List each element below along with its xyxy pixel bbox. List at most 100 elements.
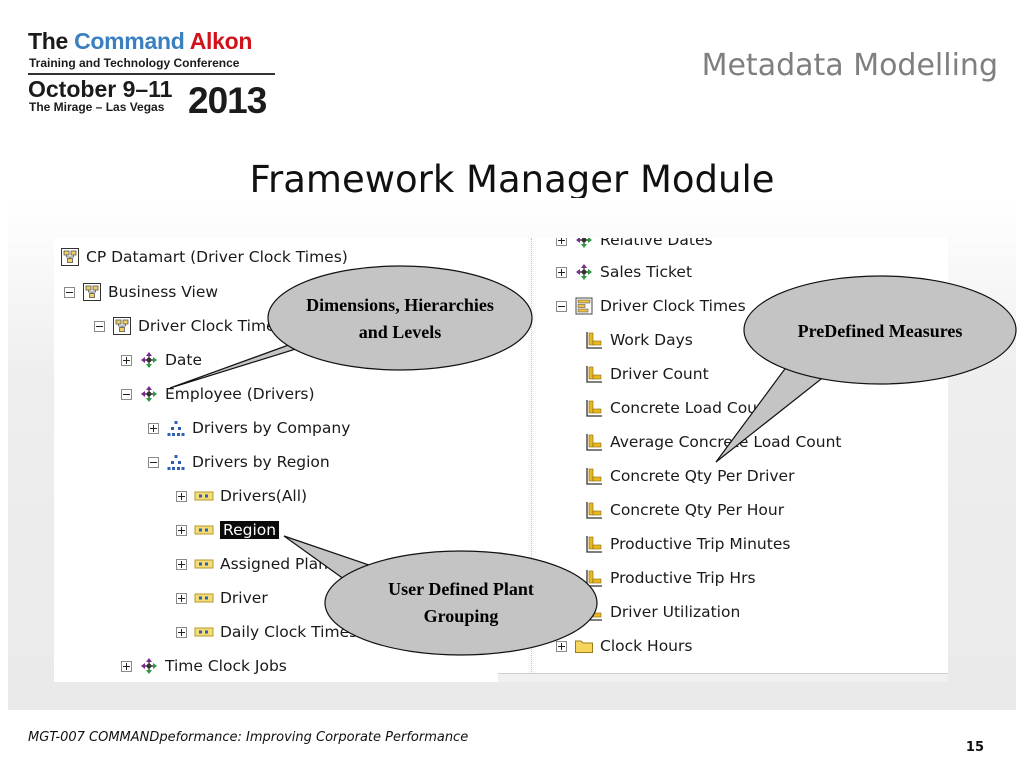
logo-venue: The Mirage – Las Vegas [29, 100, 165, 114]
tree-node[interactable]: Drivers by Region [148, 449, 330, 475]
tree-node[interactable]: Daily Clock Times [176, 619, 357, 645]
tree-node-label: Daily Clock Times [220, 623, 358, 641]
hierarchy-icon [166, 452, 186, 472]
tree-node-label: Assigned Plant [220, 555, 335, 573]
callout-predefined-text: PreDefined Measures [797, 320, 963, 341]
collapse-icon[interactable] [556, 300, 567, 312]
tree-node[interactable]: Average Concrete Load Count [584, 429, 841, 455]
tree-node-label: Concrete Load Count [610, 399, 773, 417]
tree-node[interactable]: Employee (Drivers) [121, 381, 315, 407]
pane-splitter[interactable] [528, 238, 536, 682]
measure-icon [584, 398, 604, 418]
slide-title: Framework Manager Module [249, 158, 775, 201]
measure-icon [584, 500, 604, 520]
tree-node-label: Driver Clock Times [138, 317, 284, 335]
tree-node[interactable]: Concrete Load Count [584, 395, 773, 421]
tree-node-label: Business View [108, 283, 219, 301]
measure-icon [584, 364, 604, 384]
tree-node-label: Time Clock Jobs [165, 657, 287, 675]
tree-node-label: Clock Hours [600, 637, 693, 655]
measure-icon [584, 534, 604, 554]
tree-node[interactable]: Driver Clock Times [94, 313, 284, 339]
tree-node[interactable]: Productive Trip Minutes [584, 531, 790, 557]
tree-node-label: Region [220, 521, 280, 539]
tree-node[interactable]: CP Datamart (Driver Clock Times) [60, 244, 348, 270]
section-title: Metadata Modelling [701, 48, 998, 83]
tree-node-label: CP Datamart (Driver Clock Times) [86, 248, 348, 266]
measure-icon [584, 330, 604, 350]
tree-node[interactable]: Date [121, 347, 202, 373]
tree-node-label: Concrete Qty Per Hour [610, 501, 785, 519]
hierarchy-icon [166, 418, 186, 438]
tree-node-label: Date [165, 351, 203, 369]
dimension-icon [139, 384, 159, 404]
conference-logo: The Command Alkon Training and Technolog… [28, 28, 288, 121]
expand-icon[interactable] [556, 266, 567, 278]
tree-node-label: Average Concrete Load Count [610, 433, 842, 451]
tree-node[interactable]: Relative Dates [556, 238, 713, 253]
tree-node[interactable]: Driver Clock Times [556, 293, 746, 319]
expand-icon[interactable] [176, 626, 187, 638]
expand-icon[interactable] [121, 354, 132, 366]
folder-icon [574, 636, 594, 656]
tree-node[interactable]: Driver [176, 585, 268, 611]
tree-node[interactable]: Business View [64, 279, 218, 305]
namespace-icon [112, 316, 132, 336]
expand-icon[interactable] [556, 640, 567, 652]
tree-node[interactable]: Drivers by Company [148, 415, 350, 441]
dimension-icon [574, 262, 594, 282]
logo-dates: October 9–11 [28, 76, 173, 102]
callout-user-defined-text: User Defined Plant Grouping [388, 579, 534, 626]
collapse-icon[interactable] [94, 320, 105, 332]
expand-icon[interactable] [121, 660, 132, 672]
tree-node[interactable]: Concrete Qty Per Hour [584, 497, 784, 523]
dimension-icon [574, 238, 594, 250]
logo-year: 2013 [188, 80, 267, 121]
expand-icon[interactable] [176, 592, 187, 604]
expand-icon[interactable] [176, 524, 187, 536]
tree-node[interactable]: Assigned Plant [176, 551, 334, 577]
tree-node[interactable]: Driver Count [584, 361, 709, 387]
dimension-icon [139, 656, 159, 676]
dimension-icon [139, 350, 159, 370]
tree-node-label: Driver Count [610, 365, 709, 383]
expand-icon[interactable] [148, 422, 159, 434]
expand-icon[interactable] [556, 238, 567, 246]
logo-rule [28, 73, 275, 75]
tree-node[interactable]: Drivers(All) [176, 483, 307, 509]
tree-node[interactable]: Sales Ticket [556, 259, 692, 285]
level-icon [194, 520, 214, 540]
tree-node-label: Productive Trip Hrs [610, 569, 756, 587]
tree-node[interactable]: Clock Hours [556, 633, 692, 659]
tree-node[interactable]: Concrete Qty Per Driver [584, 463, 794, 489]
expand-icon[interactable] [176, 558, 187, 570]
tree-node[interactable]: Work Days [584, 327, 693, 353]
model-tree-left-pane: CP Datamart (Driver Clock Times) Business… [54, 238, 528, 682]
collapse-icon[interactable] [121, 388, 132, 400]
level-icon [194, 554, 214, 574]
measure-dimension-icon [574, 296, 594, 316]
namespace-icon [82, 282, 102, 302]
collapse-icon[interactable] [64, 286, 75, 298]
tree-node-label: Relative Dates [600, 238, 713, 249]
tree-node[interactable]: Time Clock Jobs [121, 653, 287, 679]
collapse-icon[interactable] [148, 456, 159, 468]
tree-node-label: Work Days [610, 331, 693, 349]
tree-node-label: Driver Utilization [610, 603, 741, 621]
status-bar [498, 673, 948, 682]
expand-icon[interactable] [176, 490, 187, 502]
tree-node-label: Drivers by Company [192, 419, 351, 437]
page-number: 15 [965, 740, 984, 755]
tree-node-label: Concrete Qty Per Driver [610, 467, 795, 485]
tree-node[interactable]: Region [176, 517, 280, 543]
callout-dimensions-text: Dimensions, Hierarchies and Levels [306, 295, 494, 342]
logo-line-2: Training and Technology Conference [29, 56, 240, 70]
tree-node-label: Driver Clock Times [600, 297, 746, 315]
tree-node-label: Drivers(All) [220, 487, 308, 505]
logo-line-1: The Command Alkon [28, 28, 252, 55]
level-icon [194, 622, 214, 642]
tree-node-label: Productive Trip Minutes [610, 535, 791, 553]
